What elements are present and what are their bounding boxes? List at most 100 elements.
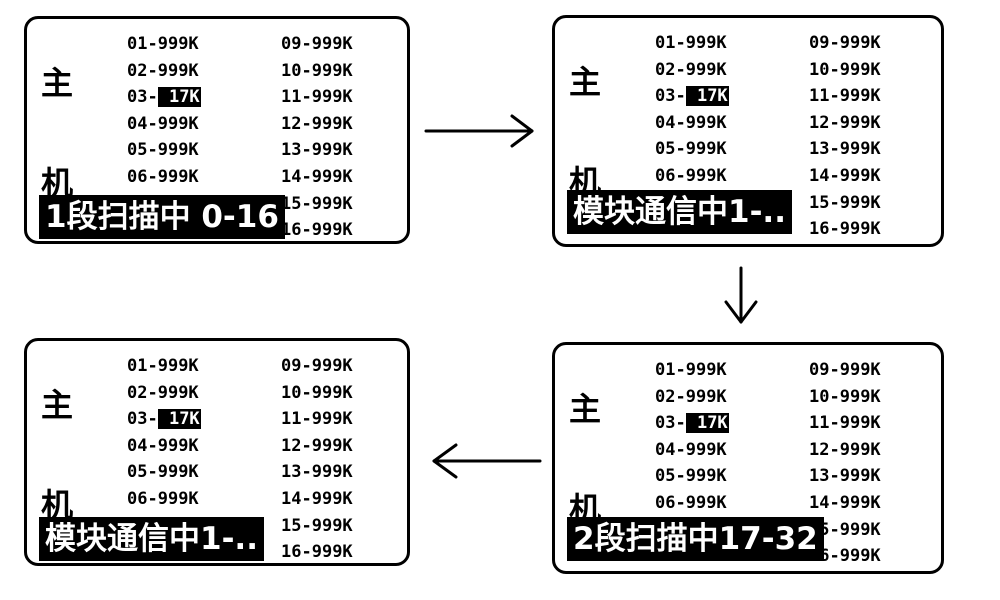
channel-value: 999K <box>157 140 199 161</box>
channel-row: 14-999K <box>809 490 881 517</box>
channel-row: 02-999K <box>655 57 729 84</box>
channel-number: 03- <box>655 86 686 107</box>
channel-value: 999K <box>839 439 881 460</box>
channel-value: 999K <box>839 219 881 240</box>
channel-value-highlighted: 17K <box>157 87 201 108</box>
channel-value: 999K <box>685 360 727 380</box>
channel-row: 02-999K <box>655 384 729 411</box>
channel-number: 10- <box>809 386 840 407</box>
channel-number: 12- <box>281 113 312 134</box>
channel-value: 999K <box>311 435 353 456</box>
channel-value: 999K <box>839 546 881 567</box>
channel-value: 999K <box>311 220 353 241</box>
channel-row: 12-999K <box>809 110 881 137</box>
channel-value: 999K <box>685 33 727 53</box>
channel-number: 13- <box>281 462 312 483</box>
channel-value: 999K <box>839 466 881 487</box>
channel-row: 11-999K <box>281 84 353 111</box>
host-label-char-2: 机 <box>41 164 74 202</box>
channel-row: 09-999K <box>809 357 881 384</box>
channel-number: 03- <box>655 413 686 434</box>
channel-value: 999K <box>839 192 881 213</box>
status-bar: 模块通信中1-.. <box>39 517 264 561</box>
channel-value: 999K <box>311 140 353 161</box>
channel-row: 10-999K <box>281 58 353 85</box>
channel-value: 999K <box>839 112 881 133</box>
channel-value: 999K <box>311 113 353 134</box>
host-label-char-1: 主 <box>569 63 602 101</box>
channel-row: 09-999K <box>281 353 353 380</box>
channel-value: 999K <box>311 166 353 187</box>
channel-number: 11- <box>809 86 840 107</box>
channel-row: 01-999K <box>127 353 201 380</box>
channel-number: 02- <box>655 386 686 407</box>
arrow-left-icon <box>432 443 542 479</box>
channel-row: 14-999K <box>281 164 353 191</box>
channel-value: 999K <box>311 87 353 108</box>
channel-row: 11-999K <box>809 83 881 110</box>
channel-row: 10-999K <box>809 57 881 84</box>
channel-value: 999K <box>157 113 199 134</box>
host-label-char-2: 机 <box>41 486 74 524</box>
channel-number: 04- <box>127 113 158 134</box>
channel-number: 05- <box>655 466 686 487</box>
channel-number: 16- <box>281 220 312 241</box>
arrow-right-icon <box>424 114 534 148</box>
channel-value-highlighted: 17K <box>685 86 729 107</box>
channel-row: 03- 17K <box>655 410 729 437</box>
channel-number: 06- <box>127 488 158 509</box>
channel-value: 999K <box>311 462 353 483</box>
channel-row: 05-999K <box>655 136 729 163</box>
channel-number: 14- <box>281 166 312 187</box>
channel-number: 06- <box>655 165 686 186</box>
channel-row: 10-999K <box>809 384 881 411</box>
channel-row: 06-999K <box>655 490 729 517</box>
channel-row: 06-999K <box>127 164 201 191</box>
channel-number: 11- <box>281 409 312 430</box>
channel-row: 11-999K <box>281 406 353 433</box>
channel-number: 13- <box>281 140 312 161</box>
channel-value: 999K <box>311 542 353 563</box>
channel-value: 999K <box>839 413 881 434</box>
channel-number: 02- <box>655 59 686 80</box>
channel-row: 01-999K <box>655 30 729 57</box>
channel-row: 03- 17K <box>655 83 729 110</box>
channel-row: 12-999K <box>281 433 353 460</box>
channel-number: 04- <box>655 439 686 460</box>
channel-value: 999K <box>685 439 727 460</box>
channel-value: 999K <box>311 356 353 376</box>
channel-row: 09-999K <box>809 30 881 57</box>
channel-row: 15-999K <box>281 191 353 218</box>
channel-number: 01- <box>127 356 158 376</box>
channel-number: 09- <box>809 360 840 380</box>
channel-value: 999K <box>157 60 199 81</box>
channel-number: 12- <box>809 112 840 133</box>
channel-number: 06- <box>127 166 158 187</box>
channel-row: 04-999K <box>127 433 201 460</box>
channel-row: 01-999K <box>655 357 729 384</box>
channel-row: 06-999K <box>127 486 201 513</box>
channel-number: 10- <box>281 60 312 81</box>
channel-value: 999K <box>839 86 881 107</box>
status-bar: 模块通信中1-.. <box>567 190 792 234</box>
host-label-char-1: 主 <box>41 64 74 102</box>
channel-value: 999K <box>685 112 727 133</box>
channel-number: 15- <box>281 515 312 536</box>
channel-number: 03- <box>127 87 158 108</box>
channel-number: 05- <box>127 462 158 483</box>
channel-value-highlighted: 17K <box>685 413 729 434</box>
channel-value: 999K <box>157 435 199 456</box>
channel-value: 999K <box>685 139 727 160</box>
channel-number: 15- <box>281 193 312 214</box>
channel-row: 13-999K <box>809 136 881 163</box>
channel-number: 05- <box>127 140 158 161</box>
channel-value: 999K <box>839 492 881 513</box>
host-label-char-1: 主 <box>41 386 74 424</box>
channel-row: 13-999K <box>281 137 353 164</box>
channel-number: 15- <box>809 192 840 213</box>
channel-number: 04- <box>655 112 686 133</box>
channel-number: 02- <box>127 60 158 81</box>
channel-value: 999K <box>311 382 353 403</box>
